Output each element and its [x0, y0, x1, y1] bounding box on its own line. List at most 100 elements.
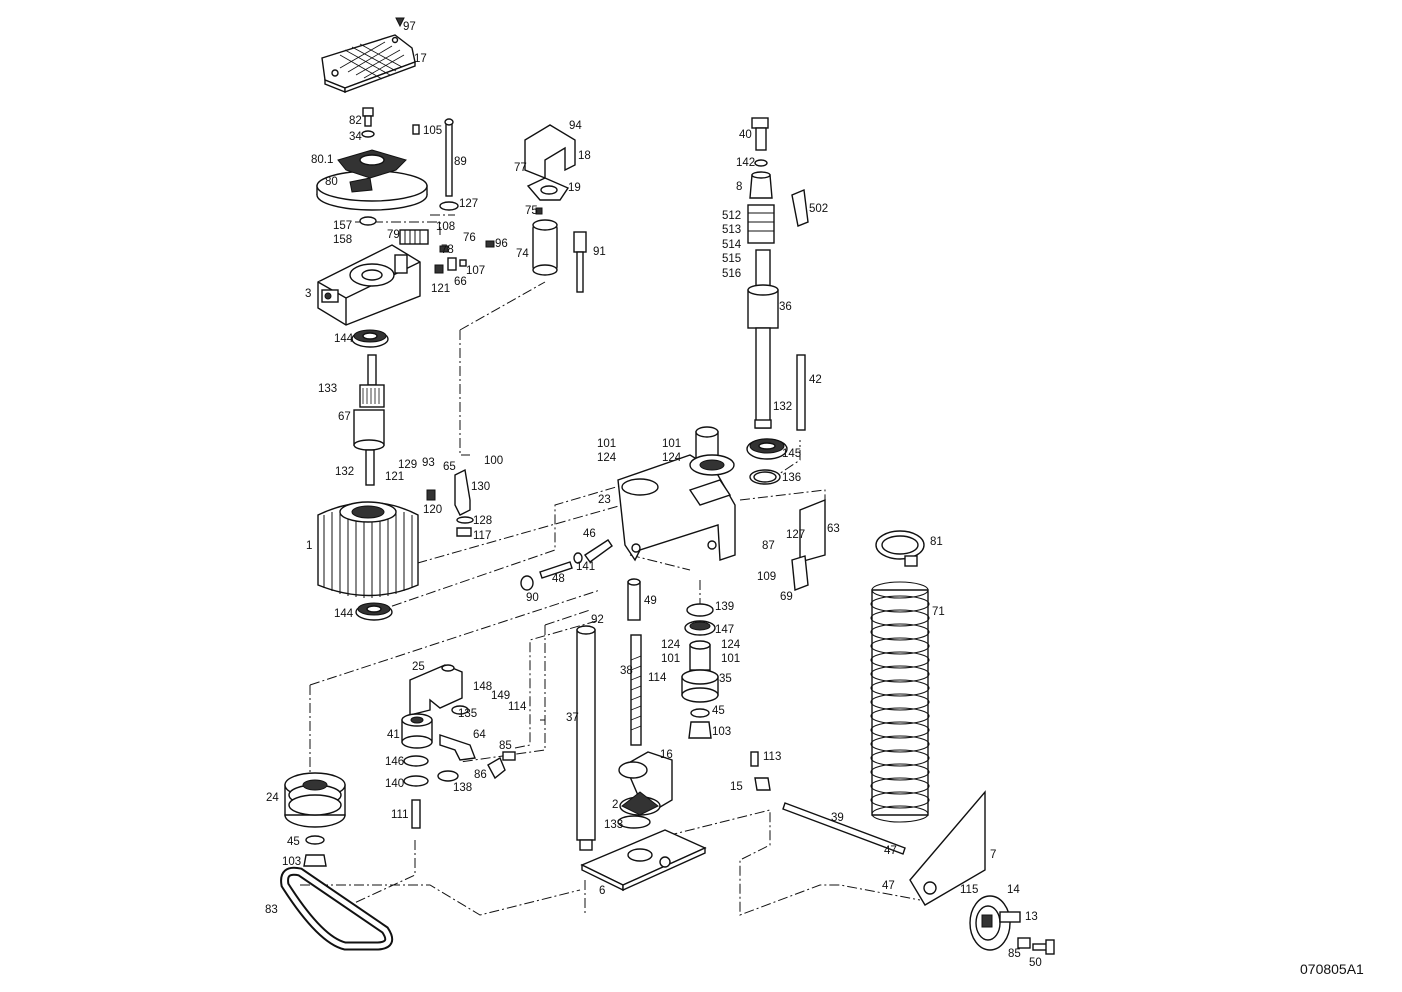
motor-rotor [353, 354, 385, 486]
label-36: 36 [779, 301, 792, 313]
label-124b: 124 [662, 452, 682, 464]
label-120: 120 [423, 504, 442, 516]
label-142: 142 [736, 157, 755, 169]
label-16: 16 [660, 749, 673, 761]
label-8: 8 [736, 181, 742, 193]
roller-41 [401, 713, 433, 749]
side-plate-7 [909, 790, 986, 906]
bracket-25 [409, 664, 469, 716]
label-13: 13 [1025, 911, 1038, 923]
label-1: 1 [306, 540, 312, 552]
bevel-gear-2 [617, 791, 661, 829]
label-79: 79 [387, 229, 400, 241]
label-128: 128 [473, 515, 492, 527]
label-133b: 133 [604, 819, 623, 831]
fan-impeller [316, 149, 428, 211]
label-140: 140 [385, 778, 404, 790]
label-107: 107 [466, 265, 485, 277]
label-92: 92 [591, 614, 604, 626]
pin-48 [520, 561, 573, 591]
label-40: 40 [739, 129, 752, 141]
label-25: 25 [412, 661, 425, 673]
label-114a: 114 [648, 672, 667, 684]
label-85b: 85 [1008, 948, 1021, 960]
motor-housing [317, 244, 421, 326]
label-90: 90 [526, 592, 539, 604]
label-158: 158 [333, 234, 352, 246]
label-101a: 101 [597, 438, 616, 450]
label-145: 145 [782, 448, 801, 460]
label-144a: 144 [334, 333, 354, 345]
label-129: 129 [398, 459, 417, 471]
label-148: 148 [473, 681, 492, 693]
label-47a: 47 [884, 845, 897, 857]
label-147: 147 [715, 624, 734, 636]
label-7: 7 [990, 849, 996, 861]
label-35: 35 [719, 673, 732, 685]
label-89: 89 [454, 156, 467, 168]
label-86: 86 [474, 769, 487, 781]
label-18: 18 [578, 150, 591, 162]
label-149: 149 [491, 690, 510, 702]
shaft-42 [796, 354, 806, 431]
label-74: 74 [516, 248, 529, 260]
label-3: 3 [305, 288, 311, 300]
label-130: 130 [471, 481, 490, 493]
label-17: 17 [414, 53, 427, 65]
knob-86 [487, 751, 516, 780]
label-124c: 124 [661, 639, 681, 651]
label-96: 96 [495, 238, 508, 250]
label-502: 502 [809, 203, 828, 215]
shaft-39 [782, 802, 906, 855]
label-103a: 103 [712, 726, 731, 738]
label-24: 24 [266, 792, 279, 804]
label-138: 138 [453, 782, 472, 794]
drawing-code: 070805A1 [1300, 961, 1364, 977]
label-144b: 144 [334, 608, 354, 620]
terminal-strip-79 [399, 229, 429, 245]
motor-cover [321, 34, 416, 94]
cover-18 [524, 124, 576, 215]
label-39: 39 [831, 812, 844, 824]
plate-69 [791, 555, 809, 591]
screw-105 [412, 124, 420, 135]
washers-146-140 [403, 755, 459, 787]
label-121a: 121 [431, 283, 450, 295]
label-80-1: 80.1 [311, 154, 333, 166]
capacitor [532, 219, 558, 276]
label-103b: 103 [282, 856, 301, 868]
label-157: 157 [333, 220, 352, 232]
label-15: 15 [730, 781, 743, 793]
label-117: 117 [473, 530, 491, 542]
label-71: 71 [932, 606, 945, 618]
label-111: 111 [391, 809, 408, 821]
label-124a: 124 [597, 452, 617, 464]
label-115: 115 [960, 884, 978, 896]
label-105: 105 [423, 125, 442, 137]
pulley-24 [284, 772, 346, 828]
nut-103-bottom [303, 854, 327, 867]
label-77: 77 [514, 162, 527, 174]
assembly-leader-lines [300, 214, 921, 916]
bearing-144-bottom [355, 602, 393, 621]
label-19: 19 [568, 182, 581, 194]
screw-97 [395, 17, 405, 28]
drive-belt [280, 866, 394, 951]
label-2: 2 [612, 799, 618, 811]
bellows [870, 581, 930, 823]
label-512: 512 [722, 210, 741, 222]
tie-rod [439, 118, 459, 211]
pin-111 [411, 799, 421, 829]
label-80: 80 [325, 176, 338, 188]
collet-502 [791, 188, 809, 227]
label-514: 514 [722, 239, 742, 251]
gear-housing-16 [618, 751, 673, 811]
gear-stack-35 [681, 603, 719, 739]
label-76: 76 [463, 232, 476, 244]
label-66: 66 [454, 276, 467, 288]
label-516: 516 [722, 268, 741, 280]
label-101d: 101 [721, 653, 740, 665]
bearing-145 [746, 438, 788, 460]
label-139: 139 [715, 601, 734, 613]
label-132b: 132 [773, 401, 792, 413]
